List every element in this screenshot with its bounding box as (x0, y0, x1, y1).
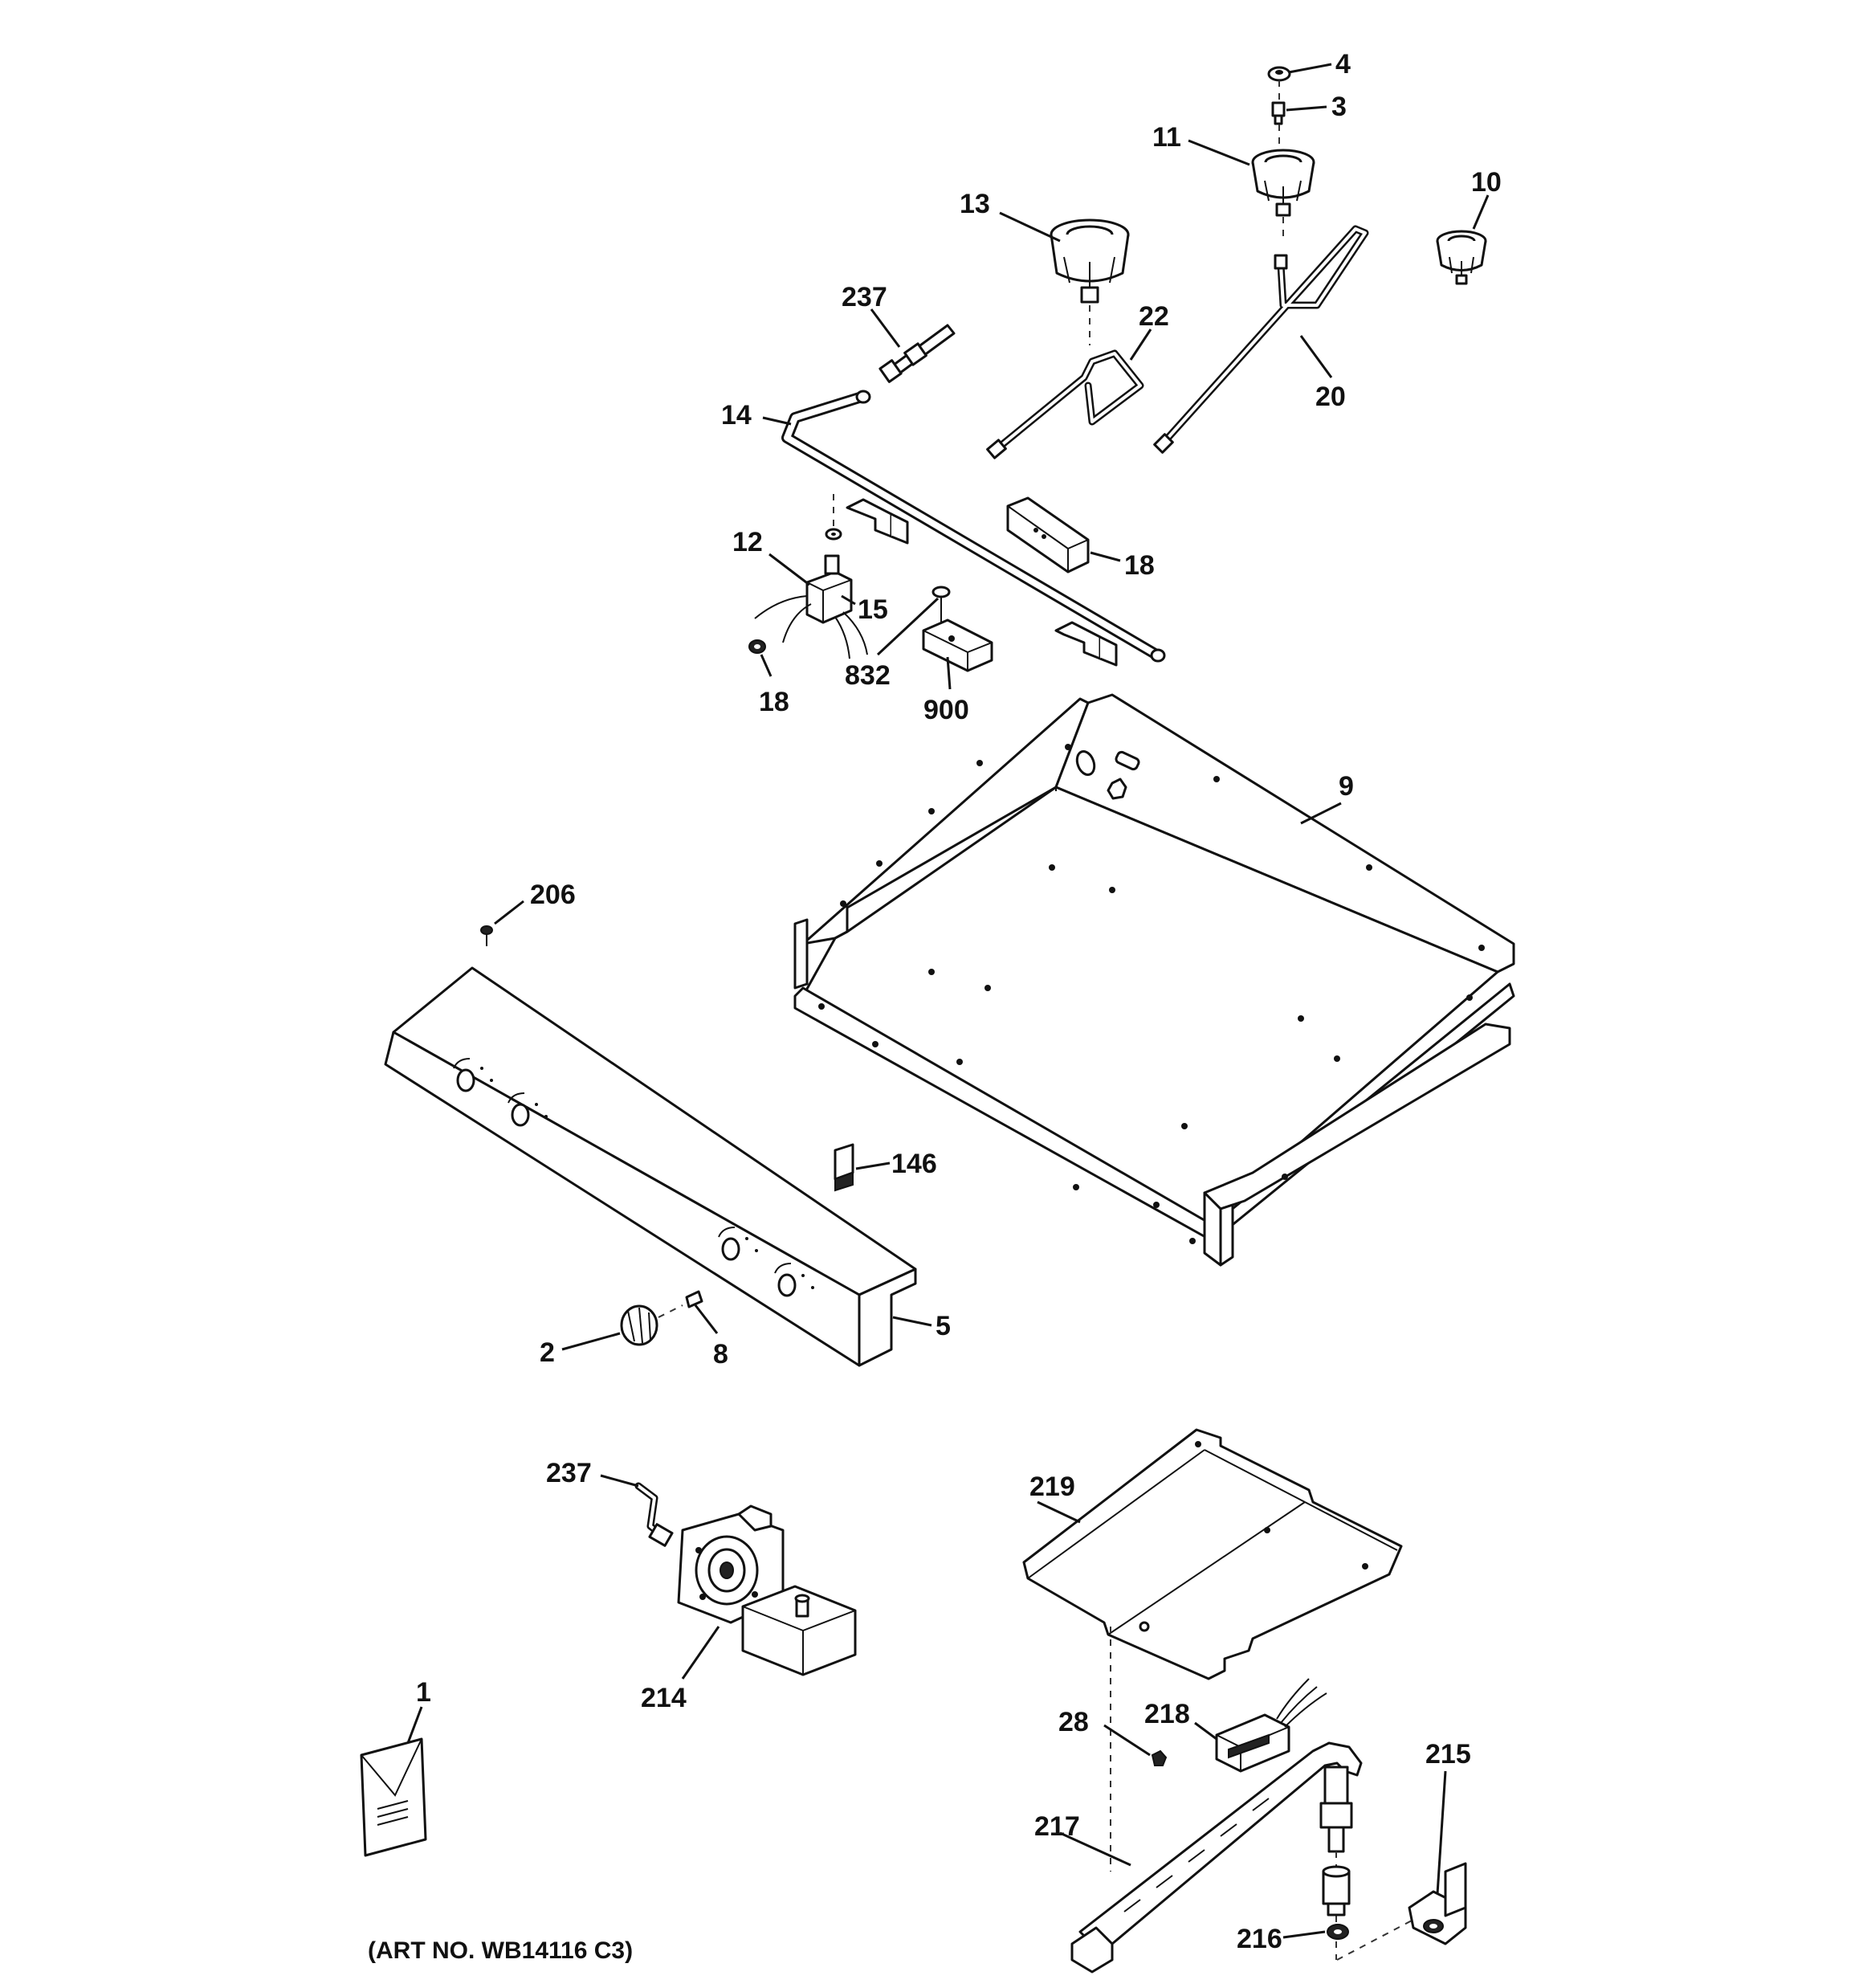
label-part-22: 22 (1139, 301, 1169, 332)
label-part-9: 9 (1339, 771, 1354, 802)
part-832-screw[interactable] (932, 586, 951, 623)
art-number-caption: (ART NO. WB14116 C3) (368, 1937, 633, 1964)
part-4-nut[interactable] (1267, 66, 1291, 82)
label-part-216: 216 (1237, 1924, 1282, 1954)
label-part-14: 14 (721, 400, 752, 431)
part-206-screw[interactable] (480, 925, 493, 946)
label-part-146: 146 (891, 1149, 937, 1179)
label-part-20: 20 (1315, 382, 1346, 412)
part-10-burner[interactable] (1436, 230, 1487, 285)
manifold-bracket-upper (846, 498, 909, 545)
part-9-burner-box[interactable] (793, 693, 1515, 1267)
label-part-10: 10 (1471, 167, 1502, 198)
part-8-screw[interactable] (685, 1290, 703, 1308)
panel-dial-4 (774, 1263, 814, 1297)
label-part-900: 900 (923, 695, 969, 725)
label-part-215: 215 (1425, 1739, 1471, 1770)
part-2-knob[interactable] (620, 1304, 658, 1346)
leader-lines (406, 63, 1490, 1939)
part-18-bracket[interactable] (1006, 496, 1090, 574)
label-part-18-bracket: 18 (1124, 550, 1155, 581)
part-900-clip[interactable] (922, 618, 993, 672)
part-28-nut[interactable] (1151, 1749, 1168, 1766)
label-part-2: 2 (540, 1337, 555, 1368)
label-part-18-nut: 18 (759, 687, 789, 717)
panel-dial-3 (718, 1227, 758, 1261)
label-part-217: 217 (1034, 1811, 1080, 1842)
part-13-burner[interactable] (1050, 218, 1130, 304)
label-part-3: 3 (1331, 92, 1347, 122)
part-218-igniter[interactable] (1215, 1678, 1327, 1773)
label-part-13: 13 (960, 189, 990, 219)
part-214-oven-valve[interactable] (677, 1504, 857, 1676)
label-part-214: 214 (641, 1683, 687, 1713)
part-5-control-panel[interactable] (384, 966, 917, 1367)
label-part-832: 832 (845, 660, 891, 691)
label-part-218: 218 (1144, 1699, 1190, 1729)
label-part-219: 219 (1029, 1472, 1075, 1502)
part-216-orifice-holder[interactable] (1322, 1865, 1351, 1940)
part-11-burner[interactable] (1251, 149, 1315, 217)
label-part-28: 28 (1058, 1707, 1089, 1737)
panel-dial-2 (508, 1092, 548, 1127)
label-part-206: 206 (530, 880, 576, 910)
part-18-nut[interactable] (748, 639, 766, 654)
panel-dial-1 (453, 1058, 493, 1092)
label-part-15: 15 (858, 594, 888, 625)
part-14-manifold[interactable] (781, 390, 1166, 663)
part-3-orifice[interactable] (1271, 101, 1286, 125)
washer-above-valve (825, 528, 842, 541)
part-12-valve[interactable] (754, 554, 868, 659)
part-20-gas-tube[interactable] (1153, 225, 1369, 454)
label-part-1: 1 (416, 1677, 431, 1708)
label-part-237-top: 237 (842, 282, 887, 312)
manifold-bracket-lower (1054, 621, 1118, 667)
label-part-11: 11 (1152, 122, 1181, 153)
part-215-bracket[interactable] (1408, 1862, 1467, 1945)
part-237-fitting-top[interactable] (879, 324, 956, 383)
part-219-shield[interactable] (1022, 1428, 1403, 1680)
label-part-237-bottom: 237 (546, 1458, 592, 1488)
part-237-fitting-bottom[interactable] (634, 1482, 674, 1547)
label-part-4: 4 (1335, 49, 1351, 80)
part-146-clip[interactable] (834, 1143, 854, 1192)
part-22-gas-tube[interactable] (986, 349, 1144, 459)
label-part-8: 8 (713, 1339, 728, 1370)
label-part-12: 12 (732, 527, 763, 557)
part-1-literature-envelope[interactable] (360, 1737, 427, 1857)
part-217-broil-burner[interactable] (1070, 1741, 1363, 1974)
label-part-5: 5 (936, 1311, 951, 1341)
